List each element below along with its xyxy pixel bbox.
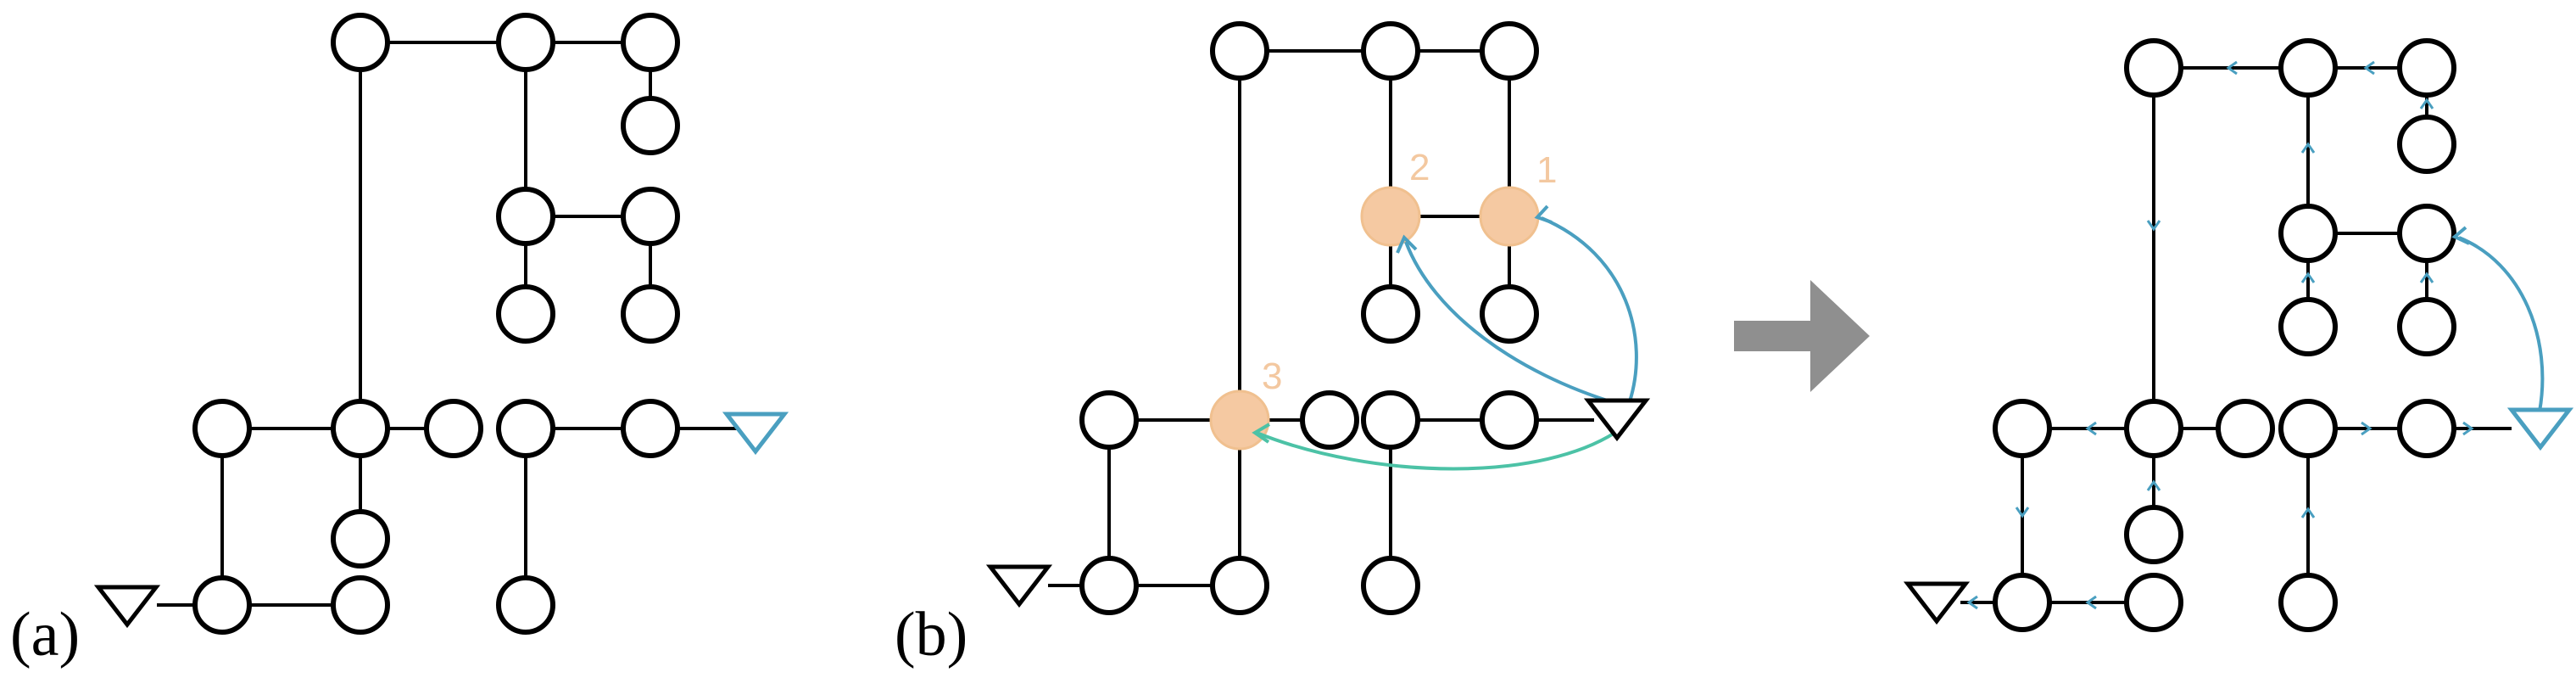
panel-a-nodes (192, 13, 680, 635)
node (2397, 115, 2456, 174)
arrowhead (1252, 423, 1271, 444)
flow-arrow-icon (2146, 479, 2161, 491)
node (1361, 21, 1420, 81)
flow-arrow-icon (2085, 421, 2097, 436)
node (2397, 38, 2456, 98)
panel-c (1903, 38, 2574, 632)
node (1993, 399, 2052, 458)
node (2278, 573, 2338, 632)
flow-arrow-icon (2419, 272, 2434, 283)
node (1480, 21, 1539, 81)
flow-arrow-icon (2226, 60, 2238, 76)
highlighted-node-2 (1360, 186, 1421, 247)
node (2124, 399, 2183, 458)
flow-arrow-icon (2300, 142, 2316, 154)
connection-curve (2458, 236, 2545, 412)
triangle-down-icon (722, 412, 789, 456)
arrowhead (2451, 226, 2470, 245)
triangle-down-icon (2506, 407, 2574, 451)
flow-arrows (1966, 60, 2474, 610)
triangle-down-icon (93, 585, 161, 629)
node (621, 187, 680, 246)
node (621, 284, 680, 344)
panel-c-nodes (1993, 38, 2456, 632)
flow-arrow-icon (2085, 595, 2097, 610)
node (331, 13, 390, 72)
node (192, 575, 252, 635)
highlight-label-2: 2 (1409, 147, 1430, 188)
highlighted-node-3 (1209, 389, 1270, 451)
node (1480, 284, 1539, 344)
node (496, 13, 555, 72)
panel-label: (a) (10, 600, 80, 669)
node (621, 13, 680, 72)
triangle-down-icon (1583, 398, 1651, 442)
node (496, 399, 555, 458)
triangle-down-icon (1903, 581, 1971, 625)
connection-curve-3 (1256, 427, 1623, 471)
flow-arrow-icon (2300, 507, 2316, 518)
node (2278, 38, 2338, 98)
flow-arrow-icon (2462, 421, 2474, 436)
node (192, 399, 252, 458)
node (496, 284, 555, 344)
node (331, 575, 390, 635)
node (2124, 573, 2183, 632)
highlighted-node-1 (1479, 186, 1540, 247)
node (331, 509, 390, 569)
flow-arrow-icon (2015, 507, 2030, 518)
highlight-label-3: 3 (1262, 356, 1282, 397)
arrowhead (1534, 204, 1553, 224)
node (2124, 505, 2183, 564)
node (2216, 399, 2275, 458)
node (1079, 390, 1139, 450)
panel-a: (a) (10, 13, 789, 669)
node (1300, 390, 1359, 450)
node (2124, 38, 2183, 98)
node (424, 399, 483, 458)
connection-curve-1 (1541, 216, 1638, 402)
connection-curve-2 (1404, 241, 1616, 405)
right-arrow-icon (1734, 280, 1870, 392)
node (2278, 399, 2338, 458)
flow-arrow-icon (2363, 60, 2375, 76)
node (1210, 21, 1269, 81)
node (496, 575, 555, 635)
flow-arrow-icon (2361, 421, 2372, 436)
node (1480, 390, 1539, 450)
node (621, 96, 680, 155)
node (2278, 204, 2338, 263)
highlight-label-1: 1 (1536, 149, 1557, 191)
node (1361, 556, 1420, 615)
node (2278, 297, 2338, 356)
panel-b-nodes (1079, 21, 1540, 615)
flow-arrow-icon (1966, 595, 1978, 610)
triangle-down-icon (985, 564, 1053, 608)
node (2397, 297, 2456, 356)
node (2397, 399, 2456, 458)
arrowhead (1396, 234, 1418, 254)
node (1079, 556, 1139, 615)
node (1361, 390, 1420, 450)
node (1361, 284, 1420, 344)
panel-b: 2 1 3 (b) (895, 21, 1651, 669)
flow-arrow-icon (2419, 98, 2434, 109)
node (2397, 204, 2456, 263)
node (1210, 556, 1269, 615)
flow-arrow-icon (2300, 272, 2316, 283)
node (496, 187, 555, 246)
node (621, 399, 680, 458)
panel-label: (b) (895, 600, 967, 669)
flow-arrow-icon (2146, 220, 2161, 232)
node (331, 399, 390, 458)
node (1993, 573, 2052, 632)
